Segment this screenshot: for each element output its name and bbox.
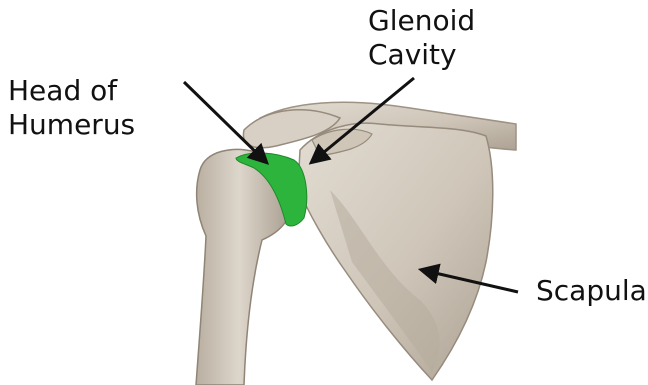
label-scapula: Scapula	[536, 274, 647, 308]
label-glenoid-line-1: Glenoid	[368, 4, 475, 38]
label-humerus-line-2: Humerus	[8, 108, 135, 142]
scapula-bone	[298, 123, 493, 380]
label-humerus-line-1: Head of	[8, 74, 135, 108]
label-head-of-humerus: Head of Humerus	[8, 74, 135, 142]
label-glenoid-cavity: Glenoid Cavity	[368, 4, 475, 72]
label-glenoid-line-2: Cavity	[368, 38, 475, 72]
label-scapula-text: Scapula	[536, 274, 647, 308]
